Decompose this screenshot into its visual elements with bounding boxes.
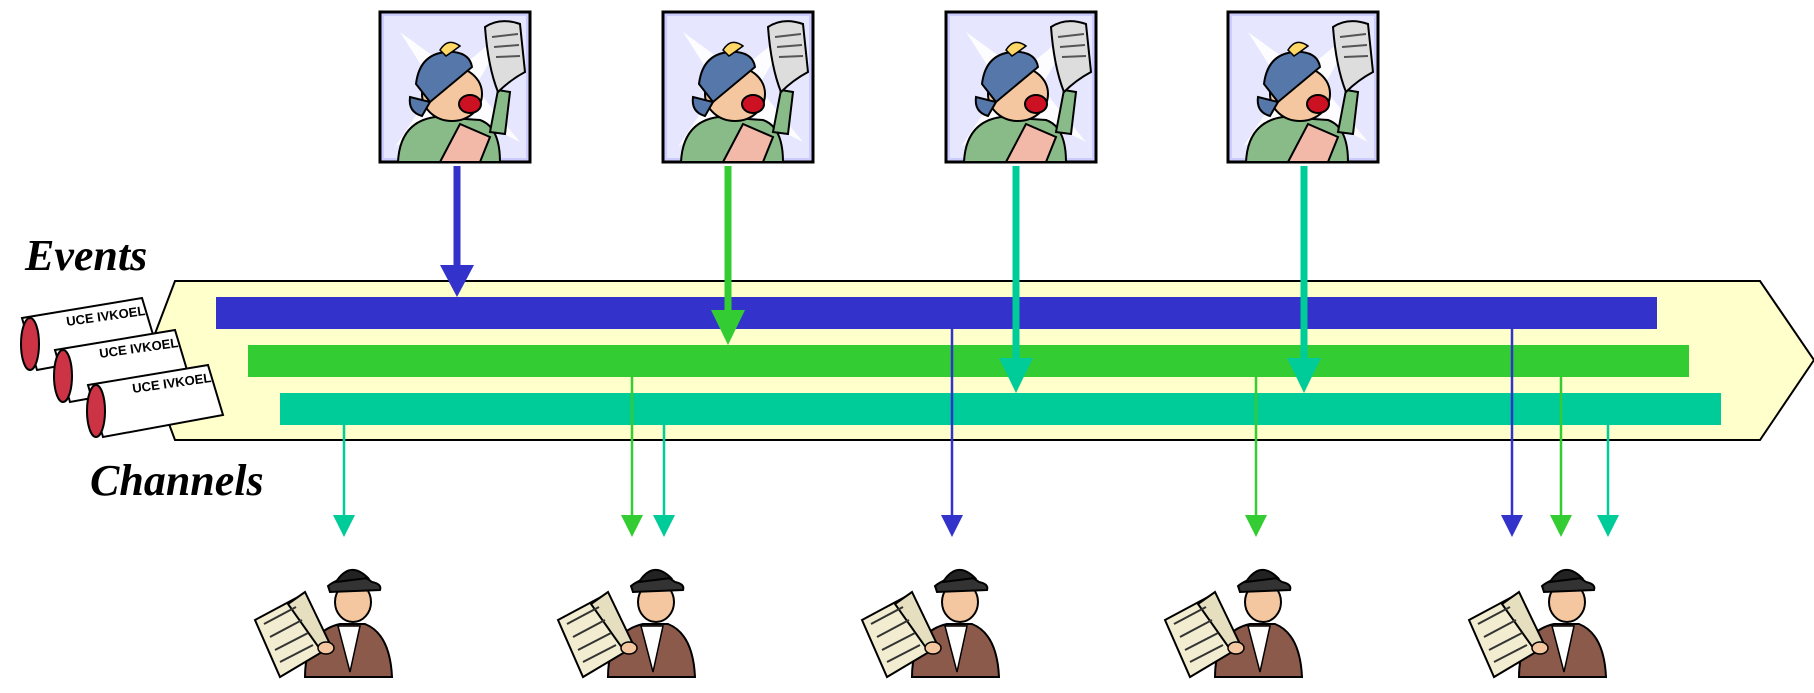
- subscriber-3: [861, 568, 1000, 678]
- subscriber-4: [1164, 568, 1303, 678]
- newsboy-icon: [378, 10, 532, 164]
- publisher-3: [944, 10, 1098, 164]
- newsboy-icon: [944, 10, 1098, 164]
- publisher-2: [661, 10, 815, 164]
- publisher-1: [378, 10, 532, 164]
- reader-icon: [1468, 568, 1607, 678]
- channel-bar-teal: [280, 393, 1721, 425]
- channel-bar-blue: [216, 297, 1657, 329]
- channels-label: Channels: [90, 456, 264, 505]
- events-label: Events: [24, 231, 147, 280]
- subscriber-1: [254, 568, 393, 678]
- publisher-arrows: [440, 166, 1321, 393]
- publisher-4: [1226, 10, 1380, 164]
- newsboy-icon: [661, 10, 815, 164]
- reader-icon: [254, 568, 393, 678]
- subscriber-arrows: [333, 329, 1619, 537]
- reader-icon: [861, 568, 1000, 678]
- subscriber-5: [1468, 568, 1607, 678]
- reader-icon: [557, 568, 696, 678]
- reader-icon: [1164, 568, 1303, 678]
- channel-bar-green: [248, 345, 1689, 377]
- newsboy-icon: [1226, 10, 1380, 164]
- subscriber-2: [557, 568, 696, 678]
